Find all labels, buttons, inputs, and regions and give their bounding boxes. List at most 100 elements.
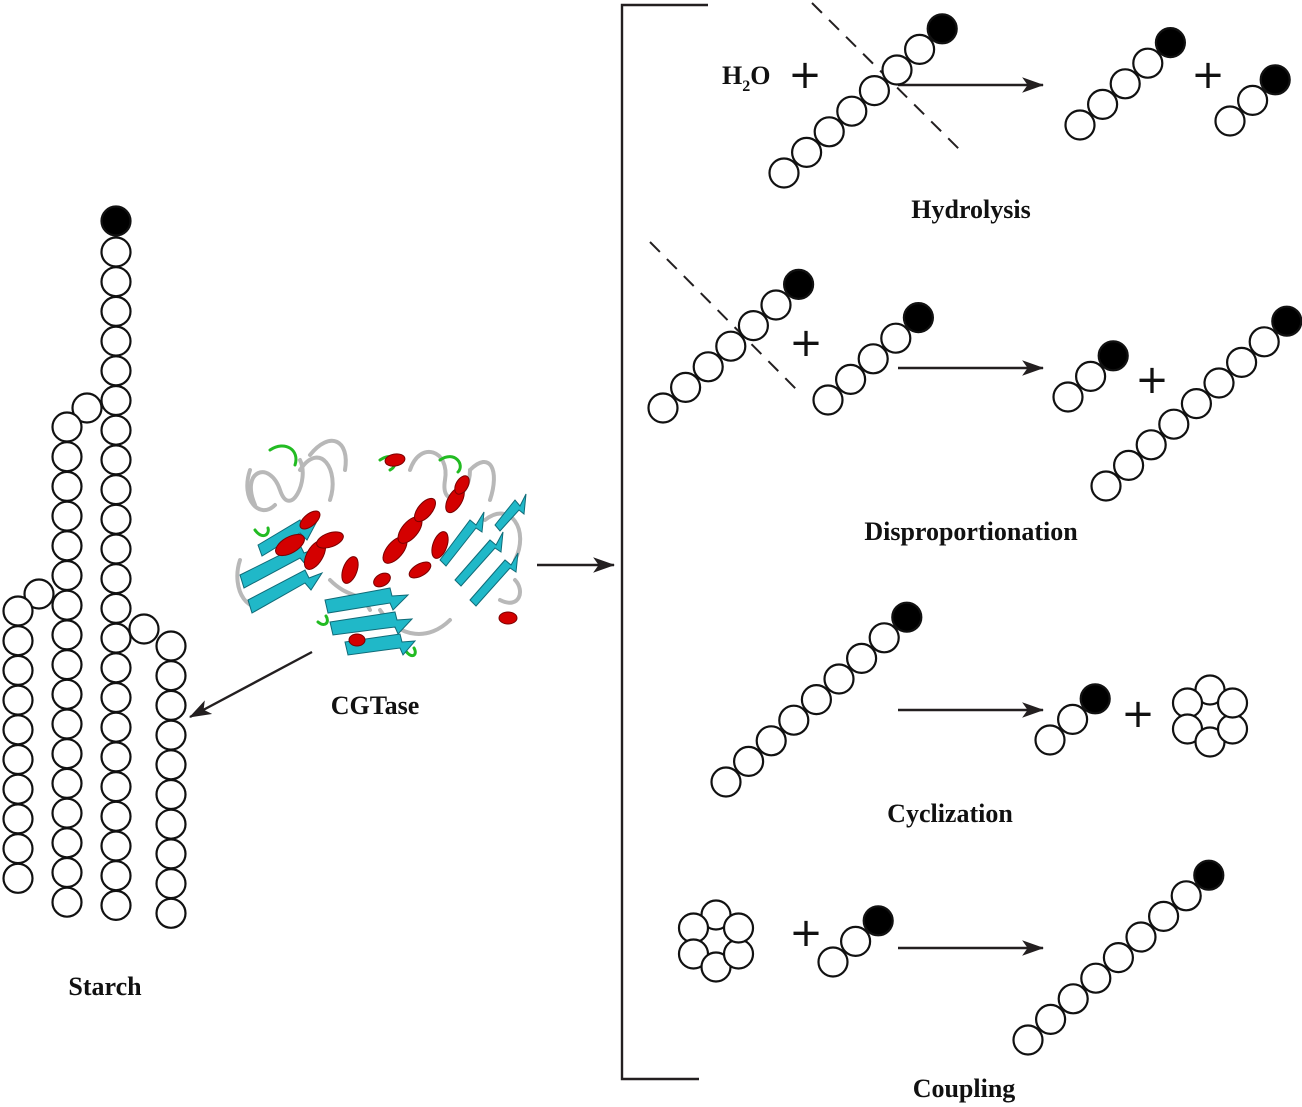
glucose-unit: [813, 116, 845, 148]
plus-sign: +: [1135, 357, 1169, 403]
glucose-unit: [100, 474, 132, 506]
glucose-unit: [51, 767, 83, 800]
glucose-unit: [51, 648, 83, 681]
reducing-end-glucose: [1079, 683, 1111, 715]
glucose-unit: [155, 749, 187, 781]
coupling-label: Coupling: [913, 1074, 1016, 1103]
glucose-unit: [2, 832, 34, 865]
glucose-unit: [1203, 367, 1235, 399]
glucose-unit: [155, 660, 187, 692]
disproportionation-cleavage-line: [649, 241, 801, 394]
glucose-unit: [51, 500, 83, 532]
glucose-unit: [1180, 388, 1213, 420]
reducing-end-glucose: [1154, 26, 1187, 59]
reducing-end-glucose: [1193, 859, 1225, 891]
glucose-unit: [2, 684, 34, 716]
glucose-unit: [1236, 84, 1269, 117]
glucose-unit: [881, 54, 913, 86]
glucose-unit: [51, 470, 83, 502]
disproportionation-label: Disproportionation: [864, 517, 1078, 546]
glucose-unit: [155, 897, 187, 929]
glucose-unit: [51, 441, 83, 473]
reducing-end-glucose: [782, 268, 815, 300]
glucose-unit: [1132, 47, 1164, 79]
reducing-end-glucose: [1097, 340, 1129, 372]
glucose-unit: [100, 711, 132, 743]
reducing-end-glucose: [891, 601, 923, 633]
glucose-unit: [710, 766, 742, 798]
cyclization-label: Cyclization: [887, 799, 1013, 828]
glucose-unit: [800, 683, 833, 716]
glucose-unit: [51, 708, 83, 740]
glucose-unit: [128, 613, 160, 645]
glucose-unit: [1064, 109, 1096, 141]
glucose-unit: [2, 862, 34, 894]
reducing-end-glucose: [902, 302, 935, 334]
reducing-end-glucose: [100, 205, 132, 237]
glucose-unit: [2, 654, 34, 687]
plus-sign: +: [789, 910, 823, 956]
glucose-unit: [1248, 326, 1280, 358]
glucose-unit: [692, 351, 724, 383]
glucose-unit: [845, 642, 878, 675]
glucose-unit: [51, 797, 83, 829]
plus-sign: +: [1121, 691, 1155, 737]
reducing-end-glucose: [926, 13, 958, 45]
glucose-unit: [100, 533, 132, 565]
glucose-unit: [100, 800, 132, 832]
glucose-unit: [100, 355, 132, 387]
glucose-unit: [732, 745, 765, 778]
glucose-unit: [2, 625, 34, 657]
glucose-unit: [1125, 921, 1157, 953]
glucose-unit: [100, 266, 132, 298]
glucose-unit: [100, 889, 132, 922]
cyclodextrin-unit: [722, 938, 755, 970]
glucose-unit: [51, 589, 83, 621]
glucose-unit: [1080, 962, 1112, 994]
glucose-unit: [1214, 105, 1246, 137]
glucose-unit: [51, 559, 83, 592]
glucose-unit: [100, 414, 132, 446]
glucose-unit: [834, 363, 867, 395]
glucose-unit: [100, 652, 132, 684]
glucose-unit: [1135, 429, 1167, 461]
starch-label: Starch: [68, 972, 142, 1001]
glucose-unit: [858, 74, 891, 107]
glucose-unit: [100, 830, 132, 862]
glucose-unit: [51, 678, 83, 710]
glucose-unit: [715, 330, 747, 362]
glucose-unit: [903, 33, 936, 66]
glucose-unit: [100, 681, 132, 714]
glucose-unit: [155, 630, 187, 662]
cyclodextrin-unit: [1216, 687, 1249, 719]
glucose-unit: [868, 622, 900, 654]
glucose-unit: [1102, 941, 1135, 974]
glucose-unit: [100, 563, 132, 595]
glucose-unit: [1052, 381, 1084, 413]
glucose-unit: [755, 725, 787, 757]
glucose-unit: [51, 619, 83, 651]
glucose-unit: [1170, 880, 1202, 912]
hydrolysis-label: Hydrolysis: [911, 195, 1030, 224]
glucose-unit: [100, 295, 132, 327]
glucose-unit: [1034, 724, 1066, 756]
reducing-end-glucose: [1271, 305, 1302, 337]
cyclodextrin-unit: [722, 912, 755, 944]
glucose-unit: [880, 322, 912, 354]
glucose-unit: [817, 946, 849, 978]
glucose-unit: [100, 503, 132, 535]
glucose-unit: [100, 592, 132, 625]
glucose-unit: [839, 925, 872, 958]
glucose-unit: [778, 704, 810, 736]
glucose-unit: [51, 530, 83, 562]
arrow-to-starch: [189, 650, 313, 719]
glucose-unit: [51, 856, 83, 889]
glucose-unit: [100, 444, 132, 476]
glucose-unit: [790, 136, 823, 168]
glucose-unit: [1056, 703, 1089, 736]
plus-sign: +: [789, 320, 823, 366]
glucose-unit: [1147, 900, 1180, 933]
glucose-unit: [760, 289, 792, 321]
cyclodextrin-unit: [1171, 687, 1204, 719]
glucose-unit: [155, 689, 187, 722]
